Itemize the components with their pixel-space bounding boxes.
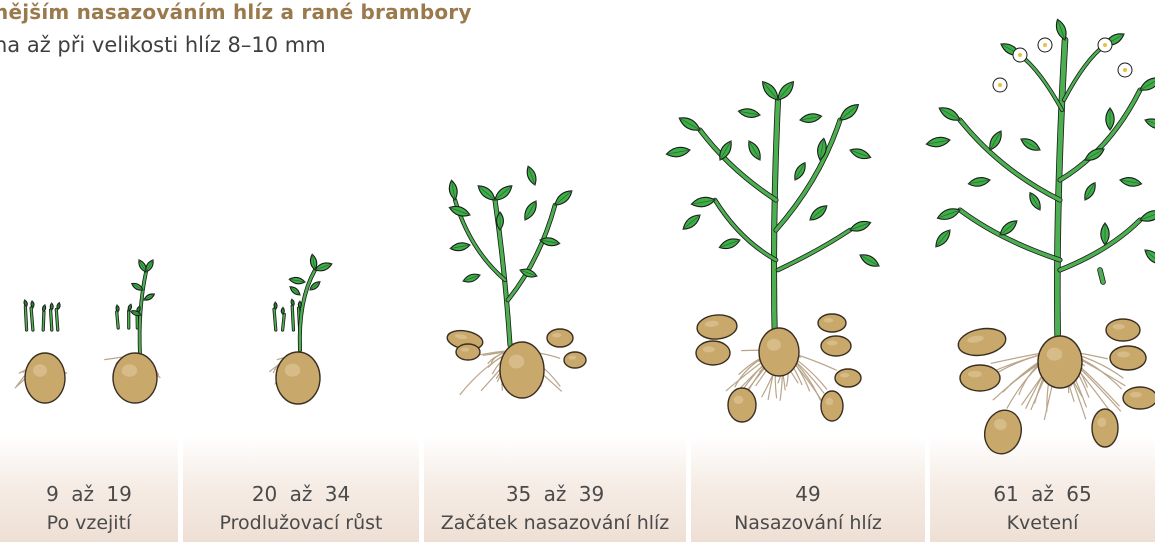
flower-center	[1123, 68, 1127, 72]
tuber-highlight	[703, 346, 715, 352]
tuber-highlight	[1130, 392, 1142, 398]
tuber-shape	[818, 314, 846, 332]
tuber-shape	[980, 406, 1026, 458]
tuber-highlight	[509, 355, 524, 369]
stem-outline	[1064, 45, 1105, 100]
tuber-highlight	[1097, 418, 1106, 428]
tuber-shape	[547, 329, 573, 347]
tuber-highlight	[968, 371, 982, 378]
tuber-highlight	[767, 339, 781, 351]
stem-shape	[778, 230, 850, 270]
tuber-shape	[1110, 346, 1146, 370]
tuber-shape	[1092, 409, 1118, 447]
tuber-shape	[821, 336, 851, 356]
stem-shape	[43, 312, 44, 330]
flower-center	[1103, 43, 1107, 47]
stem-outline	[1060, 220, 1140, 270]
stem-shape	[960, 120, 1060, 200]
tuber-shape	[1106, 319, 1140, 341]
stem-outline	[508, 205, 555, 300]
tuber-highlight	[1117, 351, 1130, 357]
flower-center	[1043, 43, 1047, 47]
tuber-shape	[696, 313, 738, 340]
tuber-highlight	[1113, 324, 1125, 330]
flower-center	[1018, 53, 1022, 57]
tuber-shape	[759, 328, 799, 376]
tuber-shape	[564, 352, 586, 368]
tuber-shape	[696, 341, 730, 365]
stem-outline	[700, 130, 776, 200]
tuber-shape	[1123, 387, 1155, 409]
tuber-shape	[1038, 336, 1082, 388]
stem-outline	[960, 120, 1060, 200]
stem-shape	[1060, 90, 1140, 180]
tuber-highlight	[840, 373, 849, 378]
flower-center	[998, 83, 1002, 87]
tuber-highlight	[734, 396, 744, 405]
tuber-shape	[728, 388, 756, 422]
tuber-shape	[821, 391, 843, 421]
tuber-shape	[960, 365, 1000, 391]
tuber-highlight	[552, 333, 561, 338]
stem-shape	[776, 120, 840, 230]
stem-outline	[960, 210, 1060, 260]
tuber-highlight	[825, 398, 833, 406]
tuber-shape	[500, 342, 544, 398]
tuber-highlight	[285, 364, 300, 377]
stem-outline	[1060, 90, 1140, 180]
tuber-highlight	[827, 341, 838, 346]
tuber-shape	[276, 352, 320, 404]
tuber-shape	[456, 344, 480, 360]
tuber-highlight	[1047, 348, 1062, 361]
tuber-highlight	[122, 364, 137, 377]
tuber-shape	[835, 369, 861, 387]
stem-outline	[715, 200, 776, 260]
tuber-highlight	[568, 356, 576, 360]
tuber-highlight	[461, 348, 469, 352]
stem-outline	[1020, 55, 1062, 110]
leaf-shape	[1140, 211, 1155, 222]
tuber-highlight	[33, 364, 47, 377]
stem-outline	[776, 120, 840, 230]
stem-shape	[715, 200, 776, 260]
tuber-shape	[25, 353, 65, 403]
tuber-shape	[113, 353, 157, 403]
stem-shape	[508, 205, 555, 300]
tuber-highlight	[824, 318, 834, 323]
tuber-shape	[956, 325, 1008, 359]
